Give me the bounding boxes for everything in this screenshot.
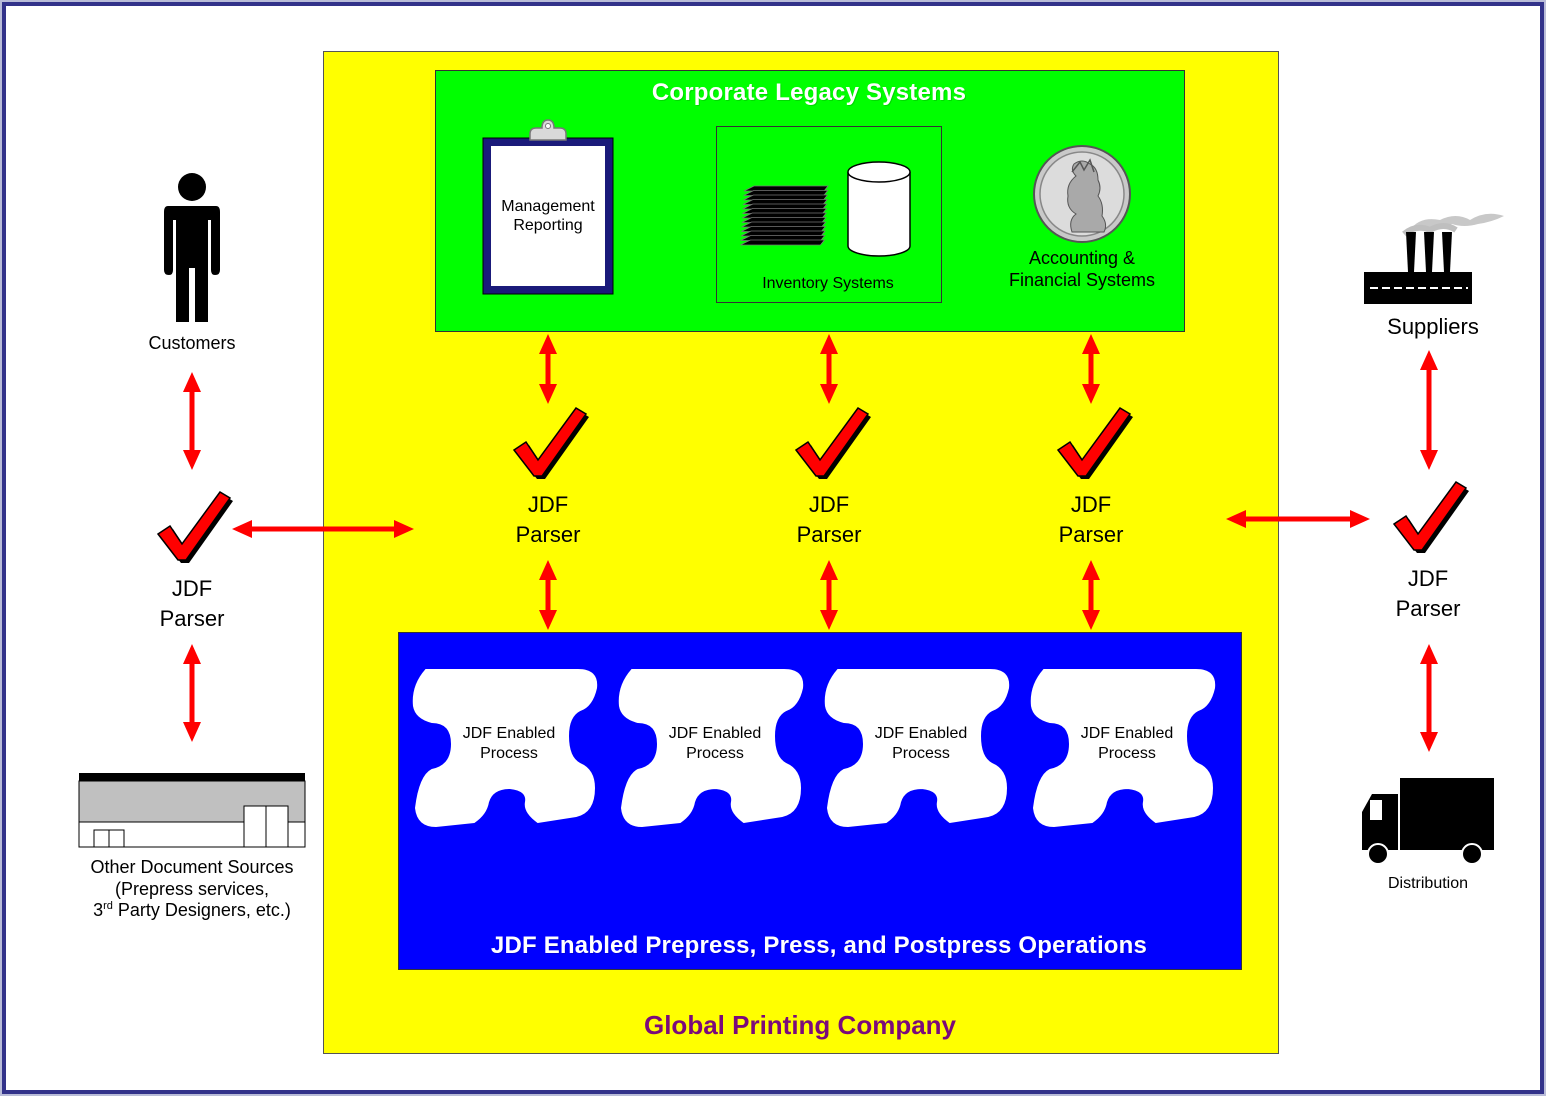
double-arrow: [1420, 350, 1438, 470]
double-arrow: [820, 334, 838, 404]
process-label-line1: JDF Enabled: [1080, 725, 1174, 742]
accounting-label-line2: Financial Systems: [1008, 269, 1156, 290]
double-arrow: [1082, 560, 1100, 630]
process-label-line2: Process: [480, 745, 538, 762]
other-sources-ordinal-suffix: rd: [103, 900, 113, 913]
double-arrow: [183, 644, 201, 742]
jdf-parser-label: JDF Parser: [132, 574, 252, 634]
other-sources-label: Other Document Sources (Prepress service…: [62, 857, 322, 922]
puzzle-piece-icon: [618, 669, 804, 828]
building-icon: [78, 773, 306, 848]
jdf-parser-label: JDF Parser: [1031, 490, 1151, 550]
double-arrow: [820, 560, 838, 630]
suppliers-label: Suppliers: [1387, 314, 1479, 339]
process-label-line1: JDF Enabled: [874, 725, 968, 742]
jdf-parser-line1: JDF: [171, 576, 213, 601]
checkmark-icon: [1392, 481, 1469, 553]
double-arrow: [1082, 334, 1100, 404]
distribution-label: Distribution: [1387, 875, 1469, 892]
other-sources-ordinal-number: 3: [93, 900, 104, 921]
inventory-label: Inventory Systems: [762, 275, 894, 292]
truck-icon: [1362, 778, 1494, 865]
inventory-systems-box: [716, 126, 942, 303]
double-arrow: [539, 334, 557, 404]
customers-label: Customers: [148, 333, 236, 353]
legacy-title: Corporate Legacy Systems: [651, 79, 967, 106]
management-reporting-label: Management Reporting: [482, 197, 614, 235]
other-sources-line3: 3rd Party Designers, etc.): [62, 900, 322, 922]
double-arrow: [232, 520, 414, 538]
jdf-parser-line2: Parser: [796, 522, 862, 547]
double-arrow: [539, 560, 557, 630]
database-cylinder-icon: [847, 161, 911, 257]
coin-icon: [1033, 145, 1131, 243]
other-sources-line2: (Prepress services,: [114, 878, 270, 899]
puzzle-piece-icon: [1030, 669, 1216, 828]
double-arrow: [1226, 510, 1370, 528]
jdf-parser-label: JDF Parser: [488, 490, 608, 550]
process-label: JDF Enabled Process: [1052, 724, 1202, 764]
checkmark-icon: [794, 407, 871, 479]
paper-stack-icon: [740, 185, 829, 246]
process-label: JDF Enabled Process: [434, 724, 584, 764]
jdf-parser-line1: JDF: [1070, 492, 1112, 517]
puzzle-piece-icon: [824, 669, 1010, 828]
checkmark-icon: [156, 491, 233, 563]
other-sources-line1: Other Document Sources: [90, 857, 294, 877]
jdf-parser-line1: JDF: [808, 492, 850, 517]
operations-title: JDF Enabled Prepress, Press, and Postpre…: [490, 932, 1148, 959]
management-label-line2: Reporting: [513, 217, 583, 235]
puzzle-piece-icon: [412, 669, 598, 828]
other-sources-line3-rest: Party Designers, etc.): [112, 900, 291, 921]
process-label-line2: Process: [686, 745, 744, 762]
factory-icon: [1364, 213, 1504, 304]
checkmark-icon: [1056, 407, 1133, 479]
jdf-parser-label: JDF Parser: [1368, 564, 1488, 624]
process-label-line2: Process: [892, 745, 950, 762]
double-arrow: [183, 372, 201, 470]
process-label-line1: JDF Enabled: [462, 725, 556, 742]
accounting-label: Accounting & Financial Systems: [990, 248, 1174, 291]
person-icon: [164, 173, 220, 322]
jdf-parser-line2: Parser: [515, 522, 581, 547]
jdf-parser-line2: Parser: [1058, 522, 1124, 547]
accounting-label-line1: Accounting &: [1028, 248, 1136, 268]
checkmark-icon: [512, 407, 589, 479]
jdf-parser-label: JDF Parser: [769, 490, 889, 550]
jdf-parser-line2: Parser: [159, 606, 225, 631]
clipboard-icon: [482, 119, 614, 295]
jdf-parser-line1: JDF: [1407, 566, 1449, 591]
jdf-parser-line1: JDF: [527, 492, 569, 517]
company-title: Global Printing Company: [643, 1010, 956, 1040]
double-arrow: [1420, 644, 1438, 752]
management-label-line1: Management: [501, 198, 595, 215]
jdf-parser-line2: Parser: [1395, 596, 1461, 621]
process-label: JDF Enabled Process: [846, 724, 996, 764]
process-label: JDF Enabled Process: [640, 724, 790, 764]
process-label-line2: Process: [1098, 745, 1156, 762]
process-label-line1: JDF Enabled: [668, 725, 762, 742]
